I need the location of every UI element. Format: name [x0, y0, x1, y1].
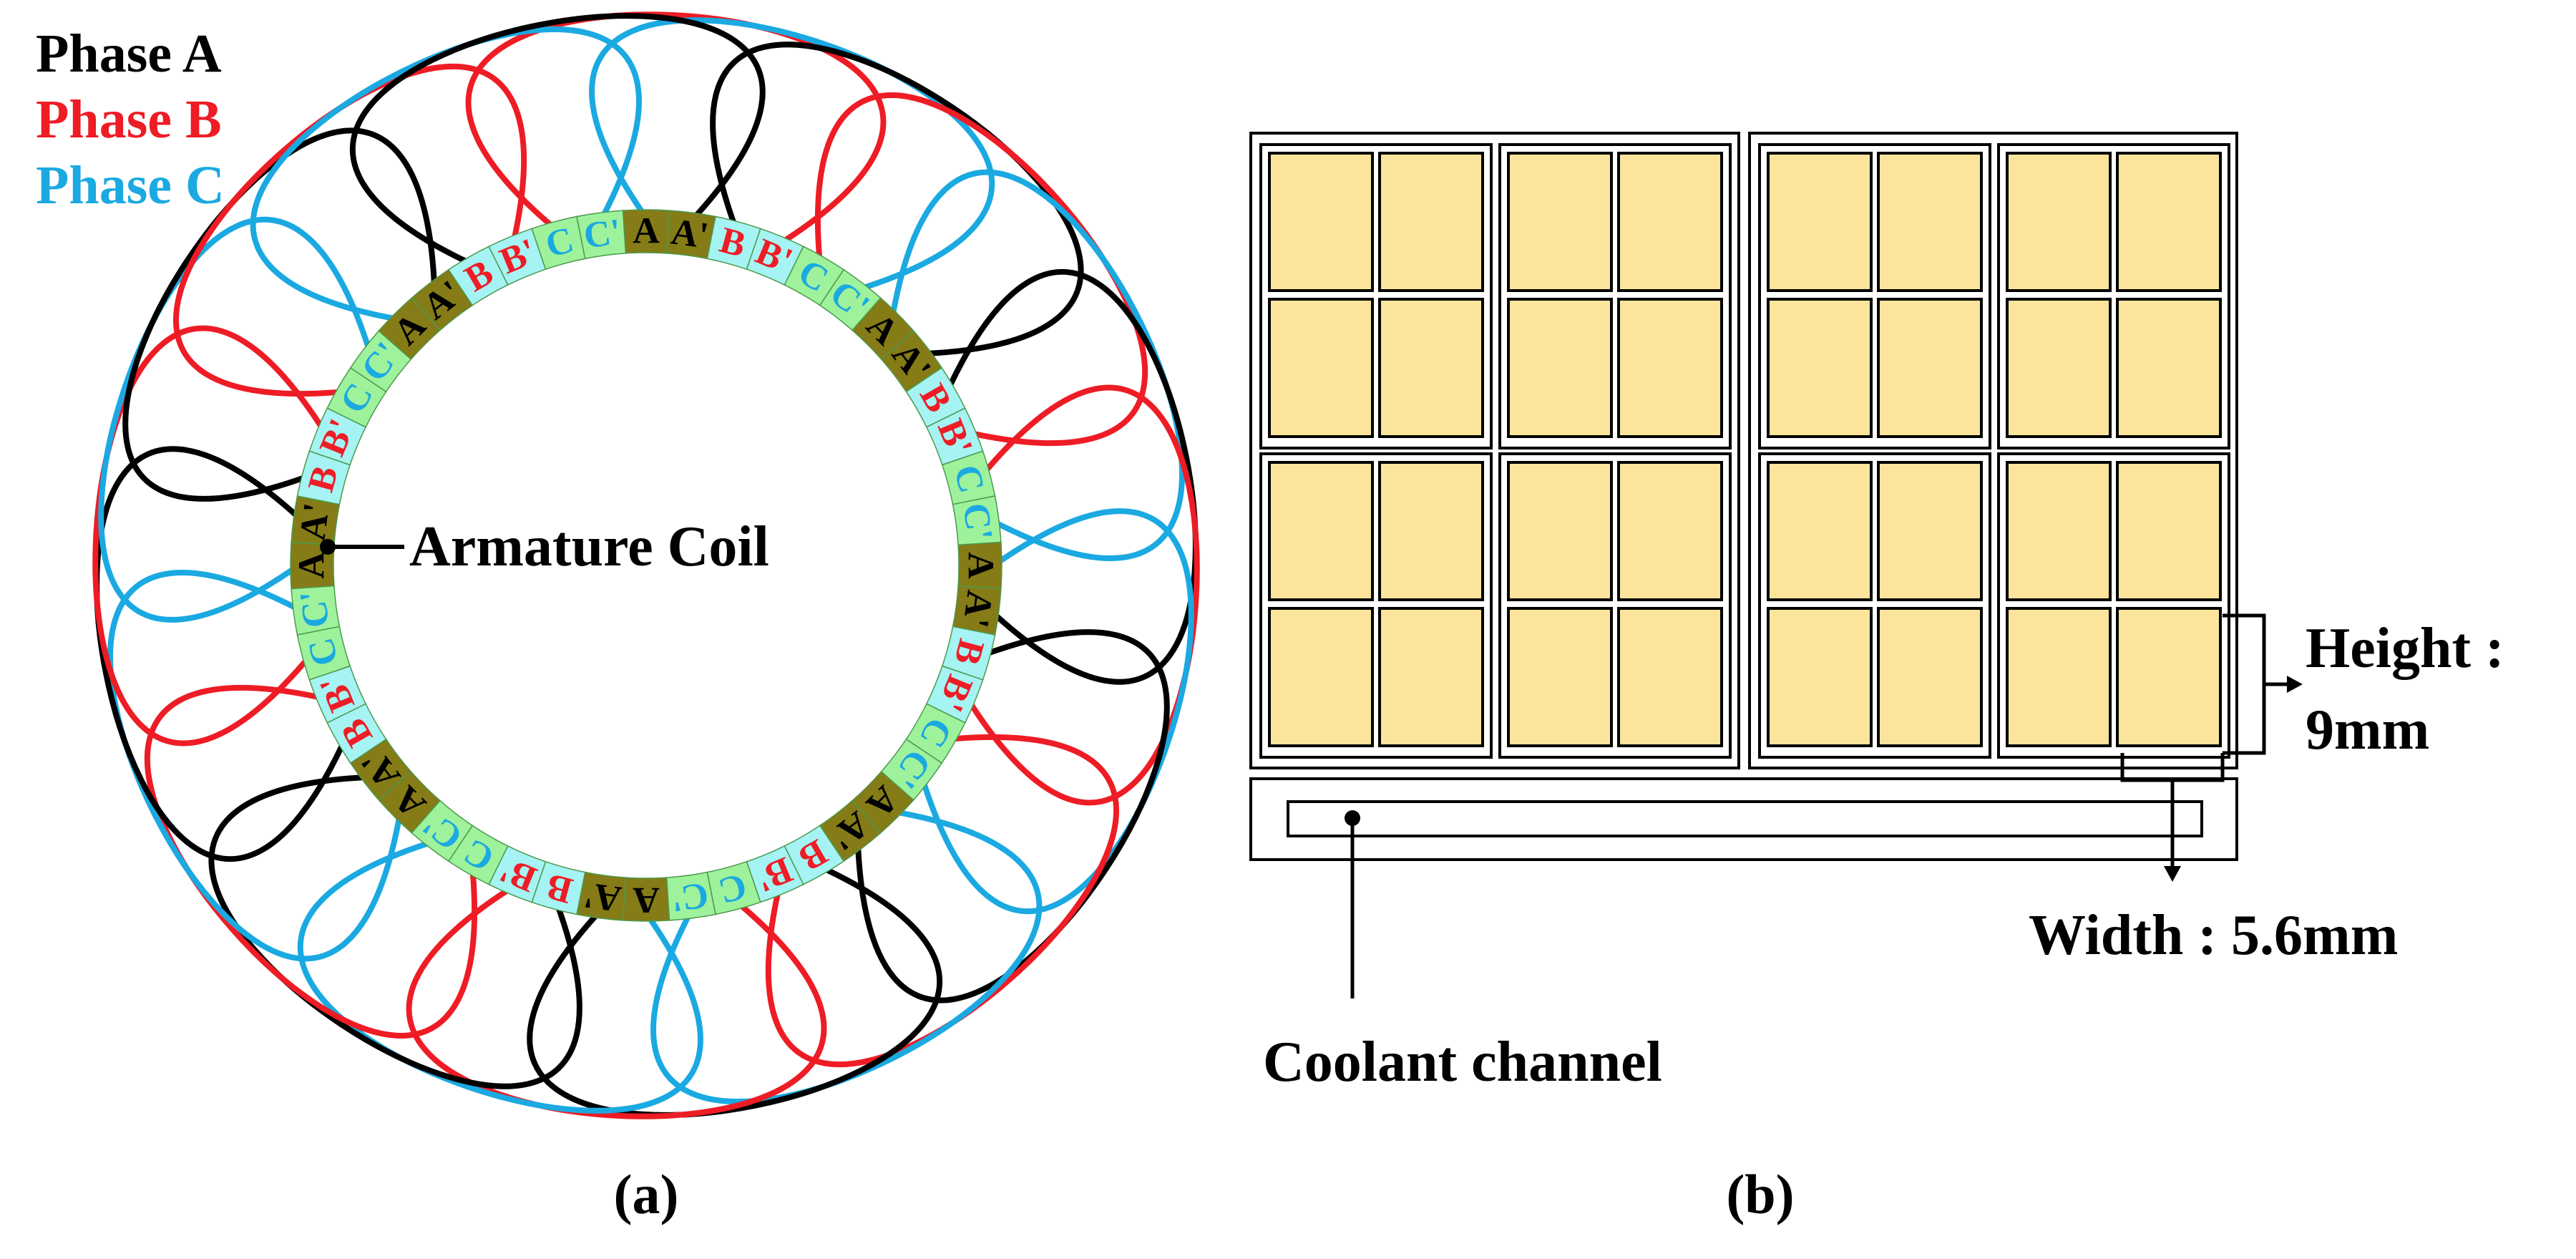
slot-label: A: [633, 211, 660, 252]
coolant-channel: [1287, 800, 2203, 837]
coil-loop-phase-a: [710, 42, 1084, 356]
legend-phase-c: Phase C: [36, 155, 225, 215]
caption-a: (a): [614, 1163, 679, 1225]
coolant-channel-label: Coolant channel: [1263, 1031, 1662, 1094]
conductor: [1617, 298, 1723, 438]
coil-loop-phase-c: [589, 17, 995, 291]
height-label-line2: 9mm: [2306, 699, 2429, 762]
coil-loop-phase-b: [969, 384, 1200, 806]
conductor: [1877, 152, 1983, 292]
slot-label: A': [582, 874, 624, 919]
conductor: [1877, 607, 1983, 747]
conductor: [1268, 607, 1374, 747]
coil-loop-phase-b: [406, 888, 827, 1119]
coil-loop-phase-b: [92, 325, 323, 747]
caption-b: (b): [1726, 1163, 1794, 1225]
coil-loop-phase-b: [172, 63, 527, 397]
coil-loop-phase-c: [921, 508, 1194, 914]
legend-phase-b: Phase B: [36, 89, 222, 150]
conductor: [1378, 298, 1484, 438]
conductor: [2116, 461, 2222, 601]
conductor: [1507, 152, 1613, 292]
coil-loop-phase-a: [527, 867, 943, 1118]
coil-loop-phase-a: [349, 13, 766, 264]
conductor: [1767, 298, 1873, 438]
conductor: [1507, 298, 1613, 438]
conductor: [2006, 607, 2112, 747]
slot-label: A: [633, 880, 660, 920]
conductor: [1268, 461, 1374, 601]
width-label: Width : 5.6mm: [2029, 904, 2398, 967]
coil-loop-phase-b: [765, 734, 1120, 1068]
conductor: [1378, 607, 1484, 747]
slot-label: A: [292, 552, 333, 579]
coil-loop-phase-c: [107, 570, 402, 962]
coil-loop-phase-a: [94, 446, 345, 862]
coil-cross-section: Coolant channel Height : 9mm Width : 5.6…: [1249, 132, 2504, 1225]
conductor: [2006, 298, 2112, 438]
coil-loop-phase-a: [855, 629, 1170, 1003]
width-arrow-head: [2164, 866, 2181, 882]
conductor: [2116, 152, 2222, 292]
slot-label: C': [669, 874, 711, 919]
conductor: [1877, 461, 1983, 601]
slot-label: C': [292, 588, 337, 631]
conductor: [1767, 461, 1873, 601]
conductor: [1268, 298, 1374, 438]
slot-label: C': [955, 501, 1000, 543]
coil-loop-phase-b: [465, 11, 887, 243]
coil-loop-phase-b: [815, 92, 1148, 447]
coil-loop-phase-b: [144, 684, 477, 1039]
coil-loop-phase-c: [890, 169, 1185, 561]
coil-loop-phase-c: [298, 840, 703, 1114]
conductor: [1767, 607, 1873, 747]
conductor: [1268, 152, 1374, 292]
conductor: [2116, 298, 2222, 438]
armature-ring: [290, 209, 1002, 922]
slot-label: A: [960, 552, 1001, 579]
conductor: [1378, 152, 1484, 292]
height-arrow-head: [2287, 676, 2303, 693]
coil-loop-phase-a: [947, 268, 1199, 685]
coil-loop-phase-c: [98, 217, 371, 623]
slot-label: A': [669, 211, 711, 256]
conductor: [1507, 461, 1613, 601]
slot-label: C': [582, 211, 624, 256]
conductor: [1617, 152, 1723, 292]
armature-coil-label: Armature Coil: [409, 515, 769, 578]
coil-loop-phase-a: [122, 127, 437, 502]
conductor: [1767, 152, 1873, 292]
conductor: [1877, 298, 1983, 438]
coil-loop-phase-a: [208, 774, 582, 1089]
conductor: [1378, 461, 1484, 601]
conductor-grid: [1259, 143, 2230, 759]
slot-label: A': [955, 588, 1000, 631]
slot-label: A': [292, 501, 337, 543]
conductor: [2006, 461, 2112, 601]
height-label-line1: Height :: [2306, 617, 2504, 680]
coil-loop-phase-c: [250, 26, 642, 321]
coil-loops: [92, 11, 1200, 1119]
conductor: [2006, 152, 2112, 292]
conductor: [2116, 607, 2222, 747]
conductor: [1617, 607, 1723, 747]
armature-slot: [576, 210, 627, 260]
conductor: [1617, 461, 1723, 601]
coil-loop-phase-c: [650, 810, 1043, 1104]
conductor: [1507, 607, 1613, 747]
legend-phase-a: Phase A: [36, 24, 222, 84]
